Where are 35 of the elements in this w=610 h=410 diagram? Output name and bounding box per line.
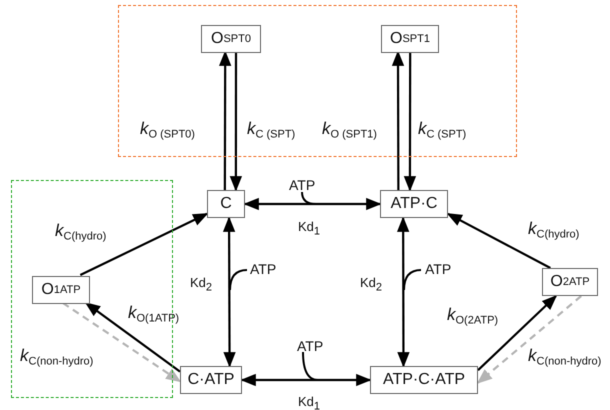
arrow [230,52,242,192]
rate-constant-label: k$_{C(hydro)}$ [528,220,580,241]
arrow [404,52,416,192]
arrow [477,294,558,371]
ligand-label: ATP [425,262,452,278]
rate-constant-label: k$_{C(non-hydro)}$ [20,347,94,368]
arrow [222,216,236,368]
arrow [80,212,208,276]
rate-constant-label: k$_{C(non-hydro)}$ [528,347,602,368]
ligand-label: ATP [297,339,324,354]
rate-constant-label: k$_{C (SPT)}$ [247,120,296,141]
arrow [240,374,372,386]
rate-constant-label: Kd$_{2}$ [360,276,382,294]
rate-constant-label: k$_{O(2ATP)}$ [447,306,498,327]
rate-constant-label: k$_{O(1ATP)}$ [128,304,180,325]
state-box: ATP·C·ATP [370,366,478,394]
rate-constant-label: Kd$_{1}$ [298,220,320,238]
ligand-label: ATP [250,262,276,278]
dashed-arrow [476,295,582,384]
ligand-label: ATP [289,178,316,194]
state-box: ATP·C [380,190,448,218]
state-box: C·ATP [180,366,242,394]
rate-constant-label: k$_{O (SPT0)}$ [140,120,195,141]
dashed-group-box [118,5,517,157]
arrow [446,212,551,269]
rate-constant-label: k$_{C (SPT)}$ [418,120,466,141]
rate-constant-label: k$_{O (SPT1)}$ [322,120,377,141]
state-box: C [207,190,245,218]
dashed-arrow [62,302,182,382]
arrow [84,302,181,372]
rate-constant-label: k$_{C(hydro)}$ [55,222,106,243]
rate-constant-label: Kd$_{2}$ [190,276,212,294]
rate-constant-label: Kd$_{1}$ [298,395,320,410]
arrow [397,216,410,368]
arrow [243,198,382,210]
